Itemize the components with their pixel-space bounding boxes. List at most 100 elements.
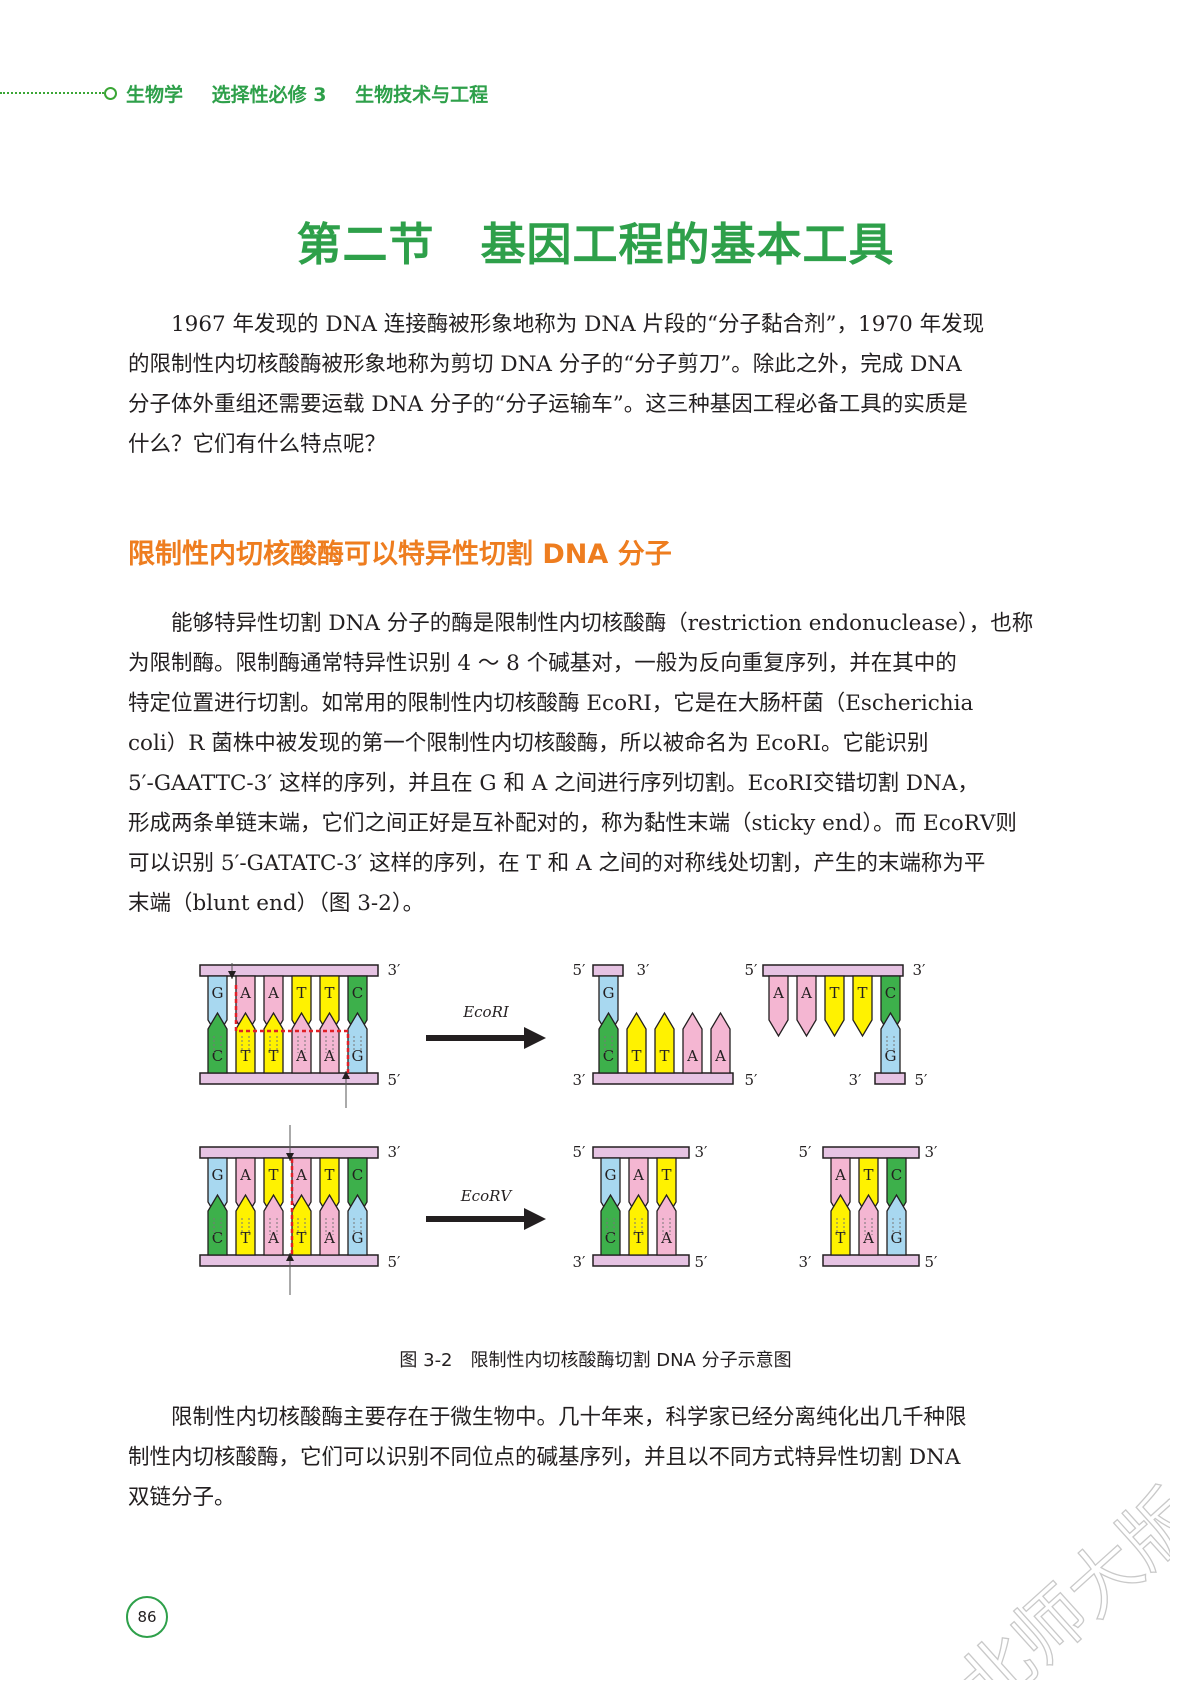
cut-arrowhead (228, 971, 236, 979)
base-label: G (212, 984, 224, 1002)
base-label: C (605, 1229, 616, 1247)
ecori-fragment-bottom-backbone (592, 1072, 734, 1085)
reaction-arrow-head (524, 1027, 546, 1049)
text-line: 形成两条单链末端，它们之间正好是互补配对的，称为黏性末端（sticky end）… (128, 811, 1017, 836)
reaction-arrow-shaft (426, 1035, 526, 1041)
cut-arrowhead (342, 1071, 350, 1079)
cut-arrowhead (286, 1253, 294, 1261)
base-label: T (296, 984, 306, 1002)
base-label: T (240, 1229, 250, 1247)
ecorv-fragment-bottom-backbone (822, 1254, 920, 1267)
reaction-arrow-shaft (426, 1216, 526, 1222)
restriction-enzyme-figure: 5′3′3′5′GCATATTATACGEcoRⅠ5′3′3′5′GCTTAA5… (190, 963, 938, 1295)
prime-label: 5′ (695, 1253, 709, 1271)
text-line: 双链分子。 (128, 1485, 236, 1510)
ecori-label: EcoRⅠ (462, 1003, 510, 1021)
prime-label: 3′ (799, 1253, 813, 1271)
text-line: 特定位置进行切割。如常用的限制性内切核酸酶 EcoRⅠ，它是在大肠杆菌（Esch… (128, 691, 974, 716)
nucleotide-C (207, 1011, 228, 1074)
prime-label: 3′ (849, 1071, 863, 1089)
subsection-heading: 限制性内切核酸酶可以特异性切割 DNA 分子 (128, 539, 672, 570)
nucleotide-T (235, 1011, 256, 1074)
prime-label: 5′ (573, 963, 587, 979)
watermark-text: 北师大版 (942, 1474, 1170, 1680)
nucleotide-A (710, 1011, 731, 1074)
nucleotide-A (263, 1193, 284, 1256)
base-label: T (633, 1229, 643, 1247)
reaction-arrow-head (524, 1208, 546, 1230)
base-label: C (885, 984, 896, 1002)
prime-label: 3′ (573, 1253, 587, 1271)
nucleotide-A (858, 1193, 879, 1256)
base-label: A (772, 984, 784, 1002)
base-label: C (352, 1166, 363, 1184)
text-line: 5′-GAATTC-3′ 这样的序列，并且在 G 和 A 之间进行序列切割。Ec… (128, 771, 979, 796)
nucleotide-A (682, 1011, 703, 1074)
base-label: T (631, 1047, 641, 1065)
prime-label: 3′ (695, 1143, 709, 1161)
ecori-fragment-bottom-backbone (874, 1072, 906, 1085)
prime-label: 5′ (745, 1071, 759, 1089)
prime-label: 3′ (388, 1143, 402, 1161)
base-label: C (603, 1047, 614, 1065)
text-line: 1967 年发现的 DNA 连接酶被形象地称为 DNA 片段的“分子黏合剂”，1… (128, 312, 985, 337)
ecori-fragment-top-backbone (592, 964, 624, 977)
text-line: coli）R 菌株中被发现的第一个限制性内切核酸酶，所以被命名为 EcoRⅠ。它… (128, 731, 929, 756)
nucleotide-A (768, 975, 789, 1038)
base-label: G (885, 1047, 897, 1065)
base-label: G (605, 1166, 617, 1184)
base-label: A (323, 1047, 335, 1065)
header-breadcrumb: 生物学 选择性必修 3 生物技术与工程 (126, 80, 510, 107)
running-header: 生物学 选择性必修 3 生物技术与工程 (0, 82, 700, 106)
base-label: G (603, 984, 615, 1002)
prime-label: 5′ (388, 1253, 402, 1271)
cut-arrowhead (286, 1153, 294, 1161)
nucleotide-T (263, 1011, 284, 1074)
nucleotide-T (824, 975, 845, 1038)
ecori-fragment-top-backbone (762, 964, 904, 977)
base-label: T (661, 1166, 671, 1184)
base-label: T (268, 1047, 278, 1065)
nucleotide-A (319, 1193, 340, 1256)
base-label: T (296, 1229, 306, 1247)
base-label: T (324, 984, 334, 1002)
base-label: T (324, 1166, 334, 1184)
figure-caption: 图 3-2 限制性内切核酸酶切割 DNA 分子示意图 (399, 1350, 792, 1371)
text-line: 末端（blunt end）（图 3-2）。 (128, 891, 425, 916)
header-subject: 生物学 (126, 84, 184, 106)
nucleotide-A (796, 975, 817, 1038)
body-paragraph-2: 限制性内切核酸酶主要存在于微生物中。几十年来，科学家已经分离纯化出几千种限 制性… (128, 1398, 1074, 1518)
nucleotide-C (600, 1193, 621, 1256)
ecorv-fragment-bottom-backbone (592, 1254, 690, 1267)
text-line: 分子体外重组还需要运载 DNA 分子的“分子运输车”。这三种基因工程必备工具的实… (128, 392, 968, 417)
ecori-substrate-bottom-backbone (199, 1072, 379, 1085)
base-label: A (239, 984, 251, 1002)
nucleotide-T (654, 1011, 675, 1074)
base-label: G (212, 1166, 224, 1184)
prime-label: 5′ (799, 1143, 813, 1161)
base-label: A (660, 1229, 672, 1247)
ecori-cut-line (234, 985, 350, 1077)
text-line: 什么？它们有什么特点呢？ (128, 432, 387, 457)
base-label: A (295, 1166, 307, 1184)
prime-label: 3′ (190, 1071, 191, 1089)
nucleotide-A (291, 1011, 312, 1074)
nucleotide-C (598, 1011, 619, 1074)
text-line: 能够特异性切割 DNA 分子的酶是限制性内切核酸酶（restriction en… (128, 611, 1034, 636)
nucleotide-G (347, 1193, 368, 1256)
publisher-watermark: 北师大版 (941, 1473, 1170, 1680)
base-label: T (863, 1166, 873, 1184)
text-line: 限制性内切核酸酶主要存在于微生物中。几十年来，科学家已经分离纯化出几千种限 (128, 1405, 967, 1430)
base-label: T (835, 1229, 845, 1247)
base-label: C (352, 984, 363, 1002)
nucleotide-T (626, 1011, 647, 1074)
base-label: A (267, 984, 279, 1002)
base-label: A (714, 1047, 726, 1065)
prime-label: 5′ (388, 1071, 402, 1089)
base-label: A (239, 1166, 251, 1184)
base-label: T (659, 1047, 669, 1065)
base-label: C (212, 1229, 223, 1247)
header-book-title: 生物技术与工程 (355, 84, 489, 106)
base-label: A (862, 1229, 874, 1247)
prime-label: 5′ (190, 963, 191, 979)
